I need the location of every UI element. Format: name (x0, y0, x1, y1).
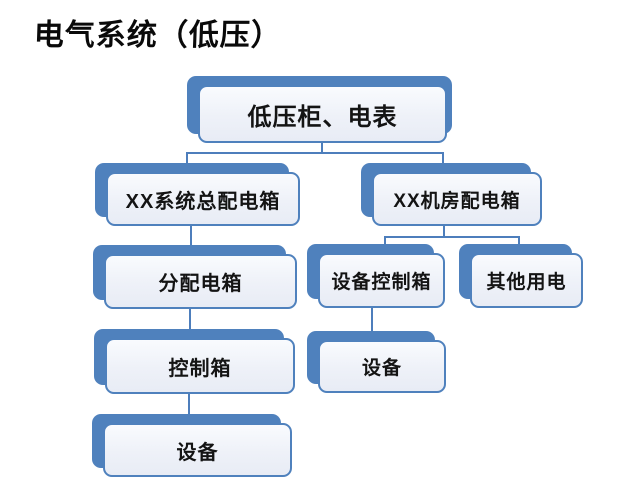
node-device-under-control-box: 设备 (307, 331, 446, 393)
node-device-control-box: 设备控制箱 (307, 244, 445, 308)
node-xx-system-main-distribution-box: XX系统总配电箱 (95, 163, 300, 226)
connector-level3-right-bracket (384, 236, 520, 238)
node-xx-machine-room-distribution-box: XX机房配电箱 (361, 163, 542, 226)
node-label: 设备 (103, 423, 292, 477)
connector-drop-to-device-control (384, 236, 386, 247)
node-device-under-controller: 设备 (92, 414, 292, 477)
node-label: 控制箱 (105, 338, 295, 394)
connector-level2-bracket (186, 152, 444, 154)
connector-drop-to-system-box (186, 152, 188, 166)
node-label: 低压柜、电表 (198, 85, 447, 143)
node-distribution-box: 分配电箱 (93, 245, 297, 309)
node-lowvolt-cabinet-meter: 低压柜、电表 (187, 76, 452, 143)
connector-device-control-to-device (371, 306, 373, 333)
node-label: 设备控制箱 (318, 253, 445, 308)
node-other-power-use: 其他用电 (459, 244, 583, 308)
node-label: 其他用电 (470, 253, 583, 308)
connector-root-riser (321, 142, 323, 154)
node-control-box: 控制箱 (94, 329, 295, 394)
node-label: XX机房配电箱 (372, 172, 542, 226)
connector-drop-to-other-power (518, 236, 520, 247)
connector-control-to-device (188, 393, 190, 416)
node-label: XX系统总配电箱 (106, 172, 300, 226)
connector-room-box-riser (443, 224, 445, 238)
connector-distribution-to-control (189, 307, 191, 331)
node-label: 设备 (318, 340, 446, 393)
connector-drop-to-room-box (442, 152, 444, 165)
connector-system-to-distribution (190, 224, 192, 247)
node-label: 分配电箱 (104, 254, 297, 309)
